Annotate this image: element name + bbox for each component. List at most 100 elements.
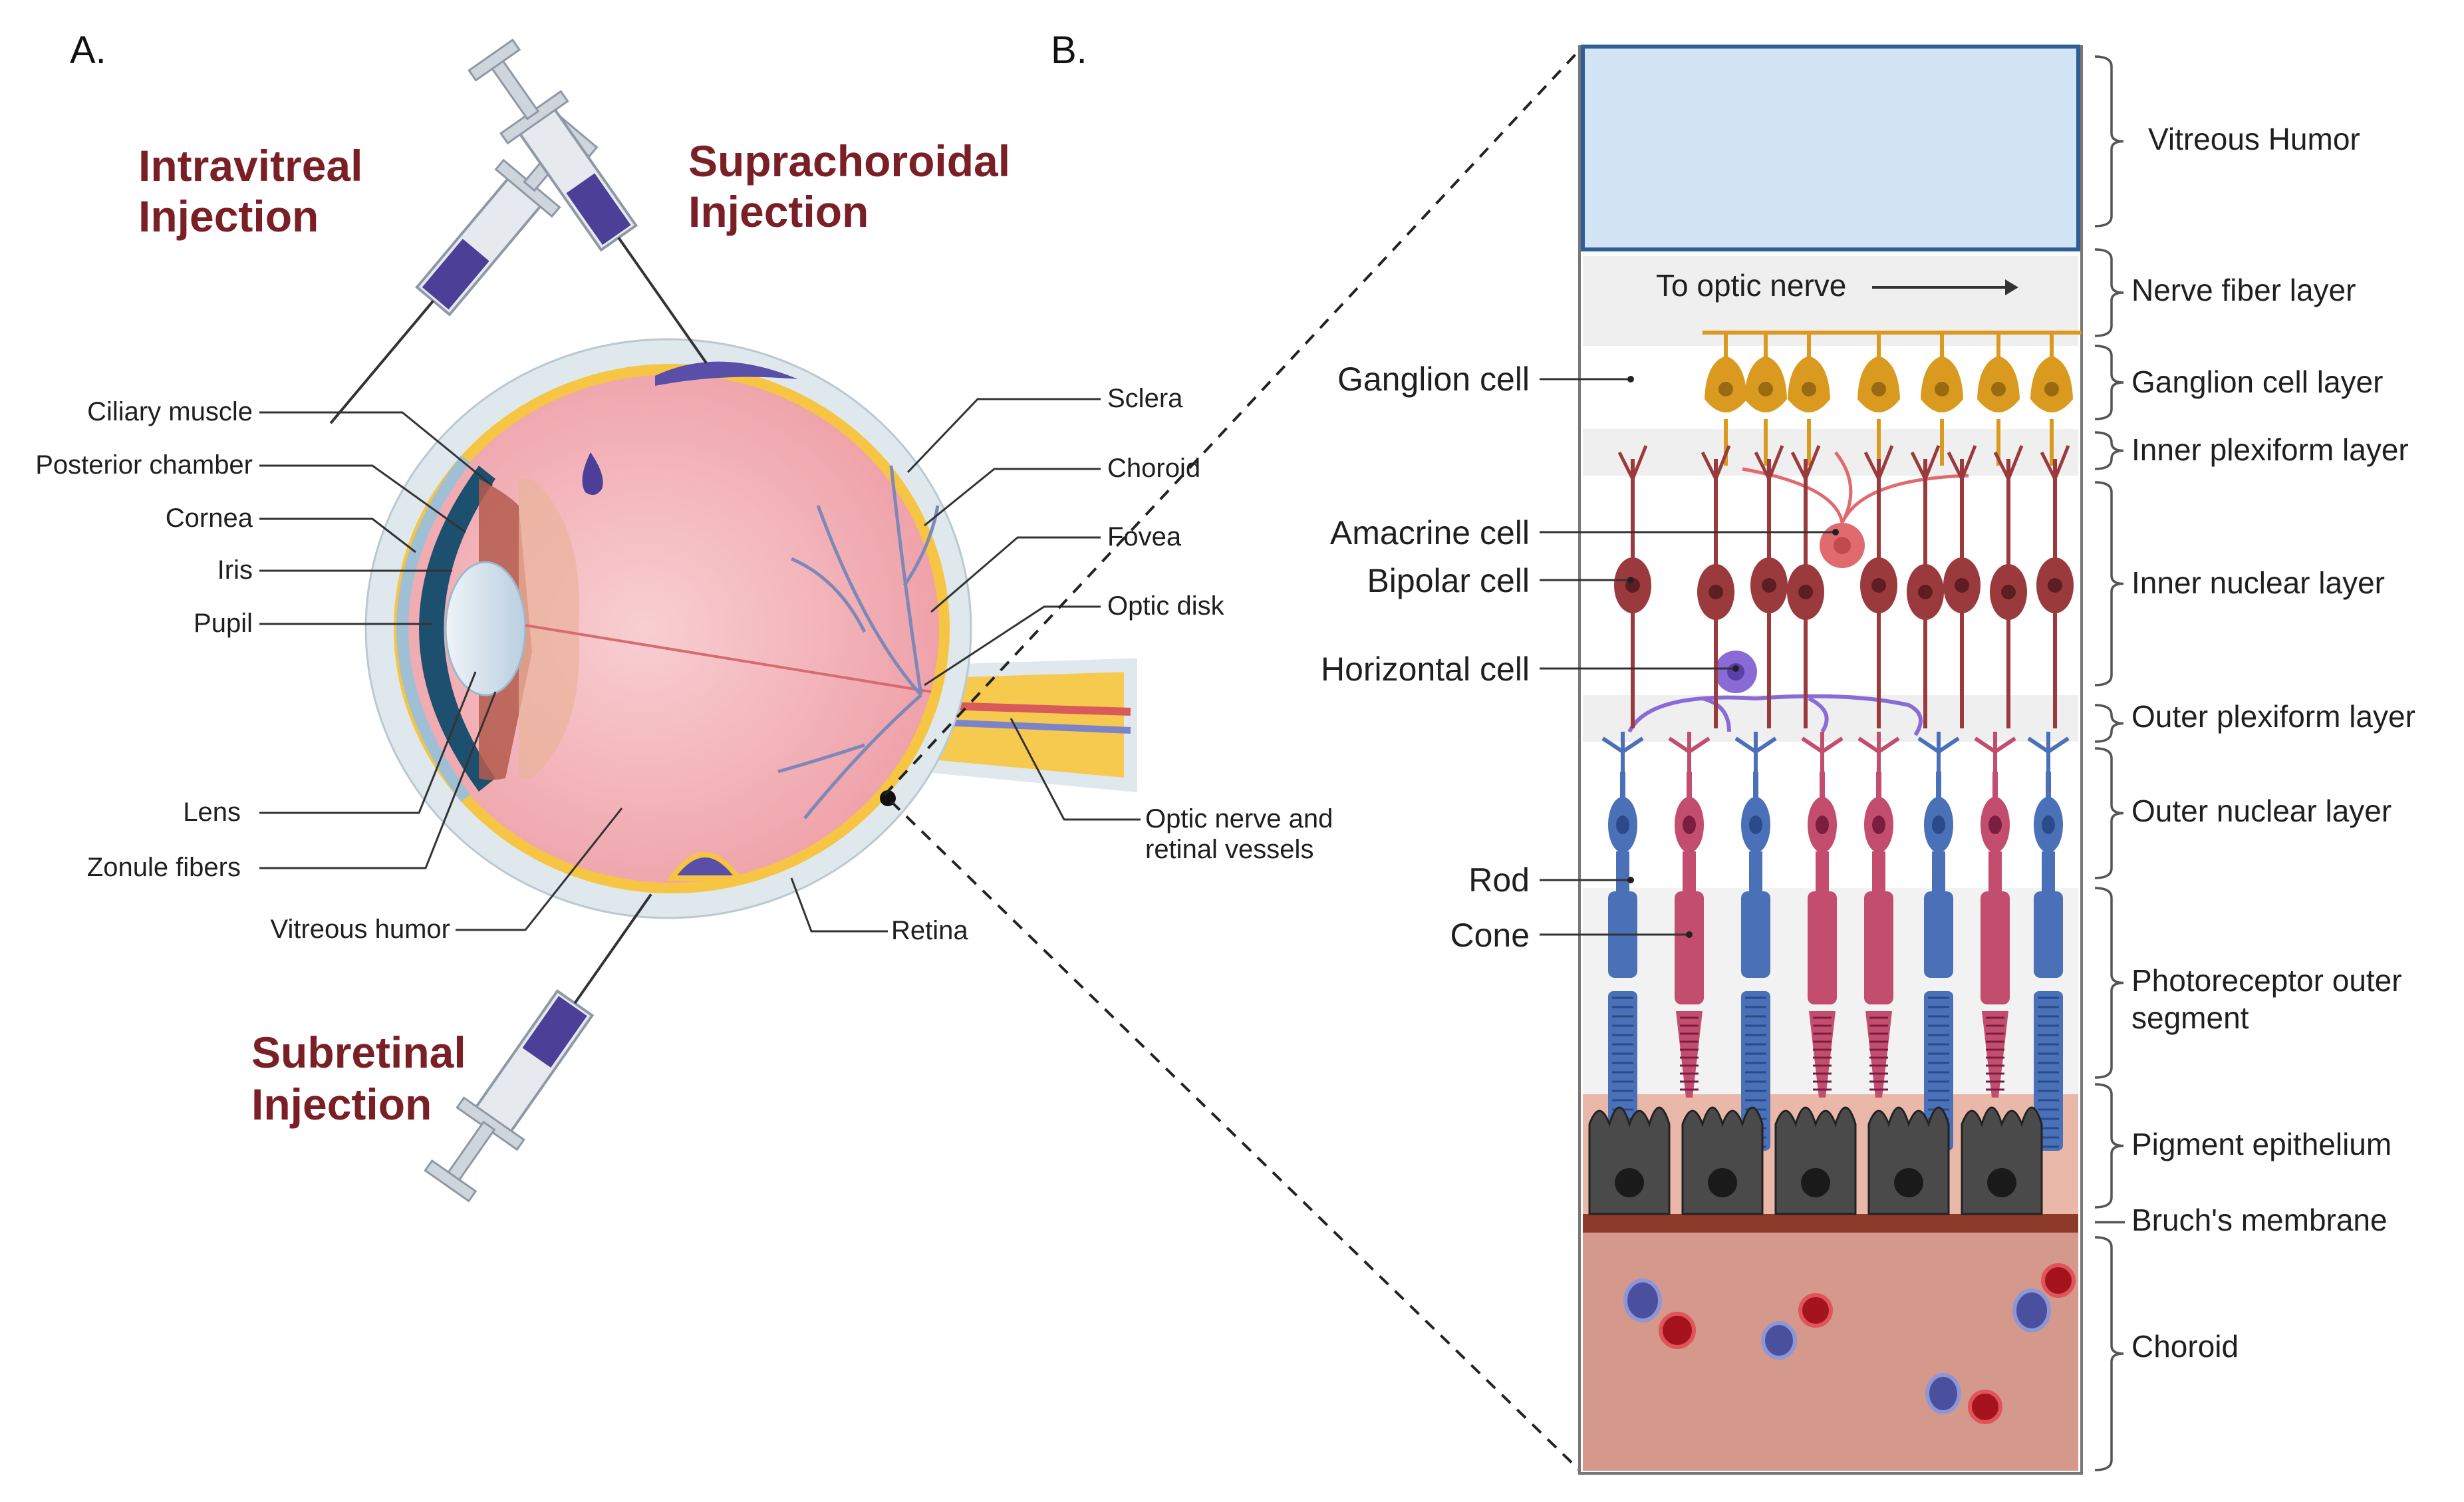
layer-brace xyxy=(2094,248,2124,337)
retinal-vessels xyxy=(777,465,940,820)
rod-label: Rod xyxy=(1468,861,1530,899)
layer-brace xyxy=(2094,747,2124,879)
optic-disk-label: Optic disk xyxy=(1107,591,1225,621)
svg-text:Intravitreal: Intravitreal xyxy=(138,141,362,190)
ganglion-cell xyxy=(1857,333,1900,466)
photoreceptors xyxy=(1601,732,2070,1151)
bipolar-cell-label: Bipolar cell xyxy=(1367,562,1530,599)
cone-cell xyxy=(1857,732,1900,1098)
vitreous-box xyxy=(1581,45,2080,251)
layer-brace xyxy=(2094,704,2124,743)
bipolar-cells xyxy=(1614,445,2074,728)
blood-cells xyxy=(1623,1263,2076,1424)
amacrine-cell xyxy=(1742,451,1969,568)
layer-brace xyxy=(2094,431,2124,470)
choroid-tissue xyxy=(1583,1233,2078,1471)
cornea xyxy=(419,466,495,792)
ganglion-cells xyxy=(1705,333,2073,466)
lens xyxy=(444,561,527,696)
layer-brace xyxy=(2094,1083,2124,1209)
bipolar-cell xyxy=(1860,445,1897,728)
svg-text:segment: segment xyxy=(2131,1000,2249,1035)
bipolar-cell xyxy=(1907,445,1944,728)
svg-text:Photoreceptor outer: Photoreceptor outer xyxy=(2131,963,2402,998)
layer-brace xyxy=(2094,345,2124,420)
layer-brace xyxy=(2094,1236,2124,1471)
lens-label: Lens xyxy=(183,798,241,827)
layer-braces xyxy=(2094,55,2125,1471)
layer-photoreceptor-label: Photoreceptor outer segment xyxy=(2131,963,2402,1035)
layer-brace xyxy=(2094,887,2124,1079)
retina-panel: To optic nerve xyxy=(1578,45,2083,1475)
choroid-label: Choroid xyxy=(1107,454,1200,483)
bipolar-cell xyxy=(2036,445,2074,728)
layer-inner-nuclear-label: Inner nuclear layer xyxy=(2131,565,2385,600)
eye-cross-section xyxy=(364,338,1137,919)
svg-text:retinal vessels: retinal vessels xyxy=(1145,835,1313,864)
layer-brace xyxy=(2094,481,2124,686)
to-optic-nerve-label: To optic nerve xyxy=(1656,268,1846,303)
intravitreal-title: Intravitreal Injection xyxy=(138,141,362,241)
zonule-fibers-label: Zonule fibers xyxy=(87,853,241,882)
optic-nerve-label: Optic nerve and retinal vessels xyxy=(1145,804,1333,864)
amacrine-cell-label: Amacrine cell xyxy=(1330,514,1530,551)
iris-label: Iris xyxy=(217,555,253,585)
suprachoroidal-title: Suprachoroidal Injection xyxy=(688,136,1010,236)
ciliary-muscle-label: Ciliary muscle xyxy=(87,397,253,426)
pigment-cell xyxy=(1774,1106,1857,1215)
panel-b-label: B. xyxy=(1051,29,1087,72)
cornea-label: Cornea xyxy=(166,504,253,533)
pigment-cell xyxy=(1867,1106,1950,1215)
pigment-cell xyxy=(1588,1106,1671,1215)
cone-cell xyxy=(1974,732,2016,1098)
ganglion-cell xyxy=(2030,333,2073,466)
pigment-epithelium-cells xyxy=(1588,1106,2043,1215)
suprachoroidal-bleb xyxy=(655,361,798,386)
panel-a-label: A. xyxy=(70,29,106,72)
ganglion-cell-label: Ganglion cell xyxy=(1337,361,1530,398)
pigment-cell xyxy=(1961,1106,2043,1215)
syringe-intravitreal xyxy=(329,111,599,424)
intravitreal-bleb xyxy=(582,452,603,495)
subretinal-bleb xyxy=(666,852,744,881)
svg-text:Suprachoroidal: Suprachoroidal xyxy=(688,136,1010,186)
svg-text:Subretinal: Subretinal xyxy=(251,1028,466,1077)
rod-cell xyxy=(2027,732,2070,1151)
sclera-label: Sclera xyxy=(1107,384,1183,413)
svg-text:Injection: Injection xyxy=(138,192,319,241)
layer-outer-nuclear-label: Outer nuclear layer xyxy=(2131,794,2392,828)
pupil-label: Pupil xyxy=(194,609,253,638)
ganglion-cell xyxy=(1788,333,1830,466)
bipolar-cell xyxy=(1697,445,1734,728)
svg-text:Optic nerve and: Optic nerve and xyxy=(1145,804,1333,833)
layer-outer-plexiform-label: Outer plexiform layer xyxy=(2131,699,2415,734)
retina-label: Retina xyxy=(891,916,968,945)
layer-ganglion-label: Ganglion cell layer xyxy=(2131,365,2383,399)
subretinal-title: Subretinal Injection xyxy=(251,1028,466,1129)
vitreous-humor-label: Vitreous humor xyxy=(270,915,450,944)
pigment-cell xyxy=(1681,1106,1764,1215)
bipolar-cell xyxy=(1990,445,2027,728)
horizontal-cell-label: Horizontal cell xyxy=(1321,651,1530,688)
syringe-suprachoroidal xyxy=(468,38,708,364)
layer-vitreous-label: Vitreous Humor xyxy=(2148,122,2360,156)
cone-cell xyxy=(1801,732,1844,1098)
layer-nerve-fiber-label: Nerve fiber layer xyxy=(2131,273,2356,307)
eye-leaders xyxy=(259,398,1141,933)
layer-inner-plexiform-label: Inner plexiform layer xyxy=(2131,432,2409,467)
layer-pigment-label: Pigment epithelium xyxy=(2131,1127,2392,1161)
cone-label: Cone xyxy=(1450,917,1530,954)
layer-choroid-label: Choroid xyxy=(2131,1329,2239,1364)
layer-bruch-label: Bruch's membrane xyxy=(2131,1203,2388,1237)
bipolar-cell xyxy=(1750,445,1788,728)
bruchs-membrane xyxy=(1583,1214,2078,1233)
ganglion-cell xyxy=(1921,333,1963,466)
cone-cell xyxy=(1668,732,1711,1098)
ganglion-cell xyxy=(1744,333,1787,466)
zoom-line-top xyxy=(883,45,1584,796)
posterior-chamber-label: Posterior chamber xyxy=(35,450,253,480)
cell-leaders xyxy=(1540,376,1839,938)
zoom-line-bottom xyxy=(890,800,1584,1475)
bipolar-cell xyxy=(1943,445,1981,728)
